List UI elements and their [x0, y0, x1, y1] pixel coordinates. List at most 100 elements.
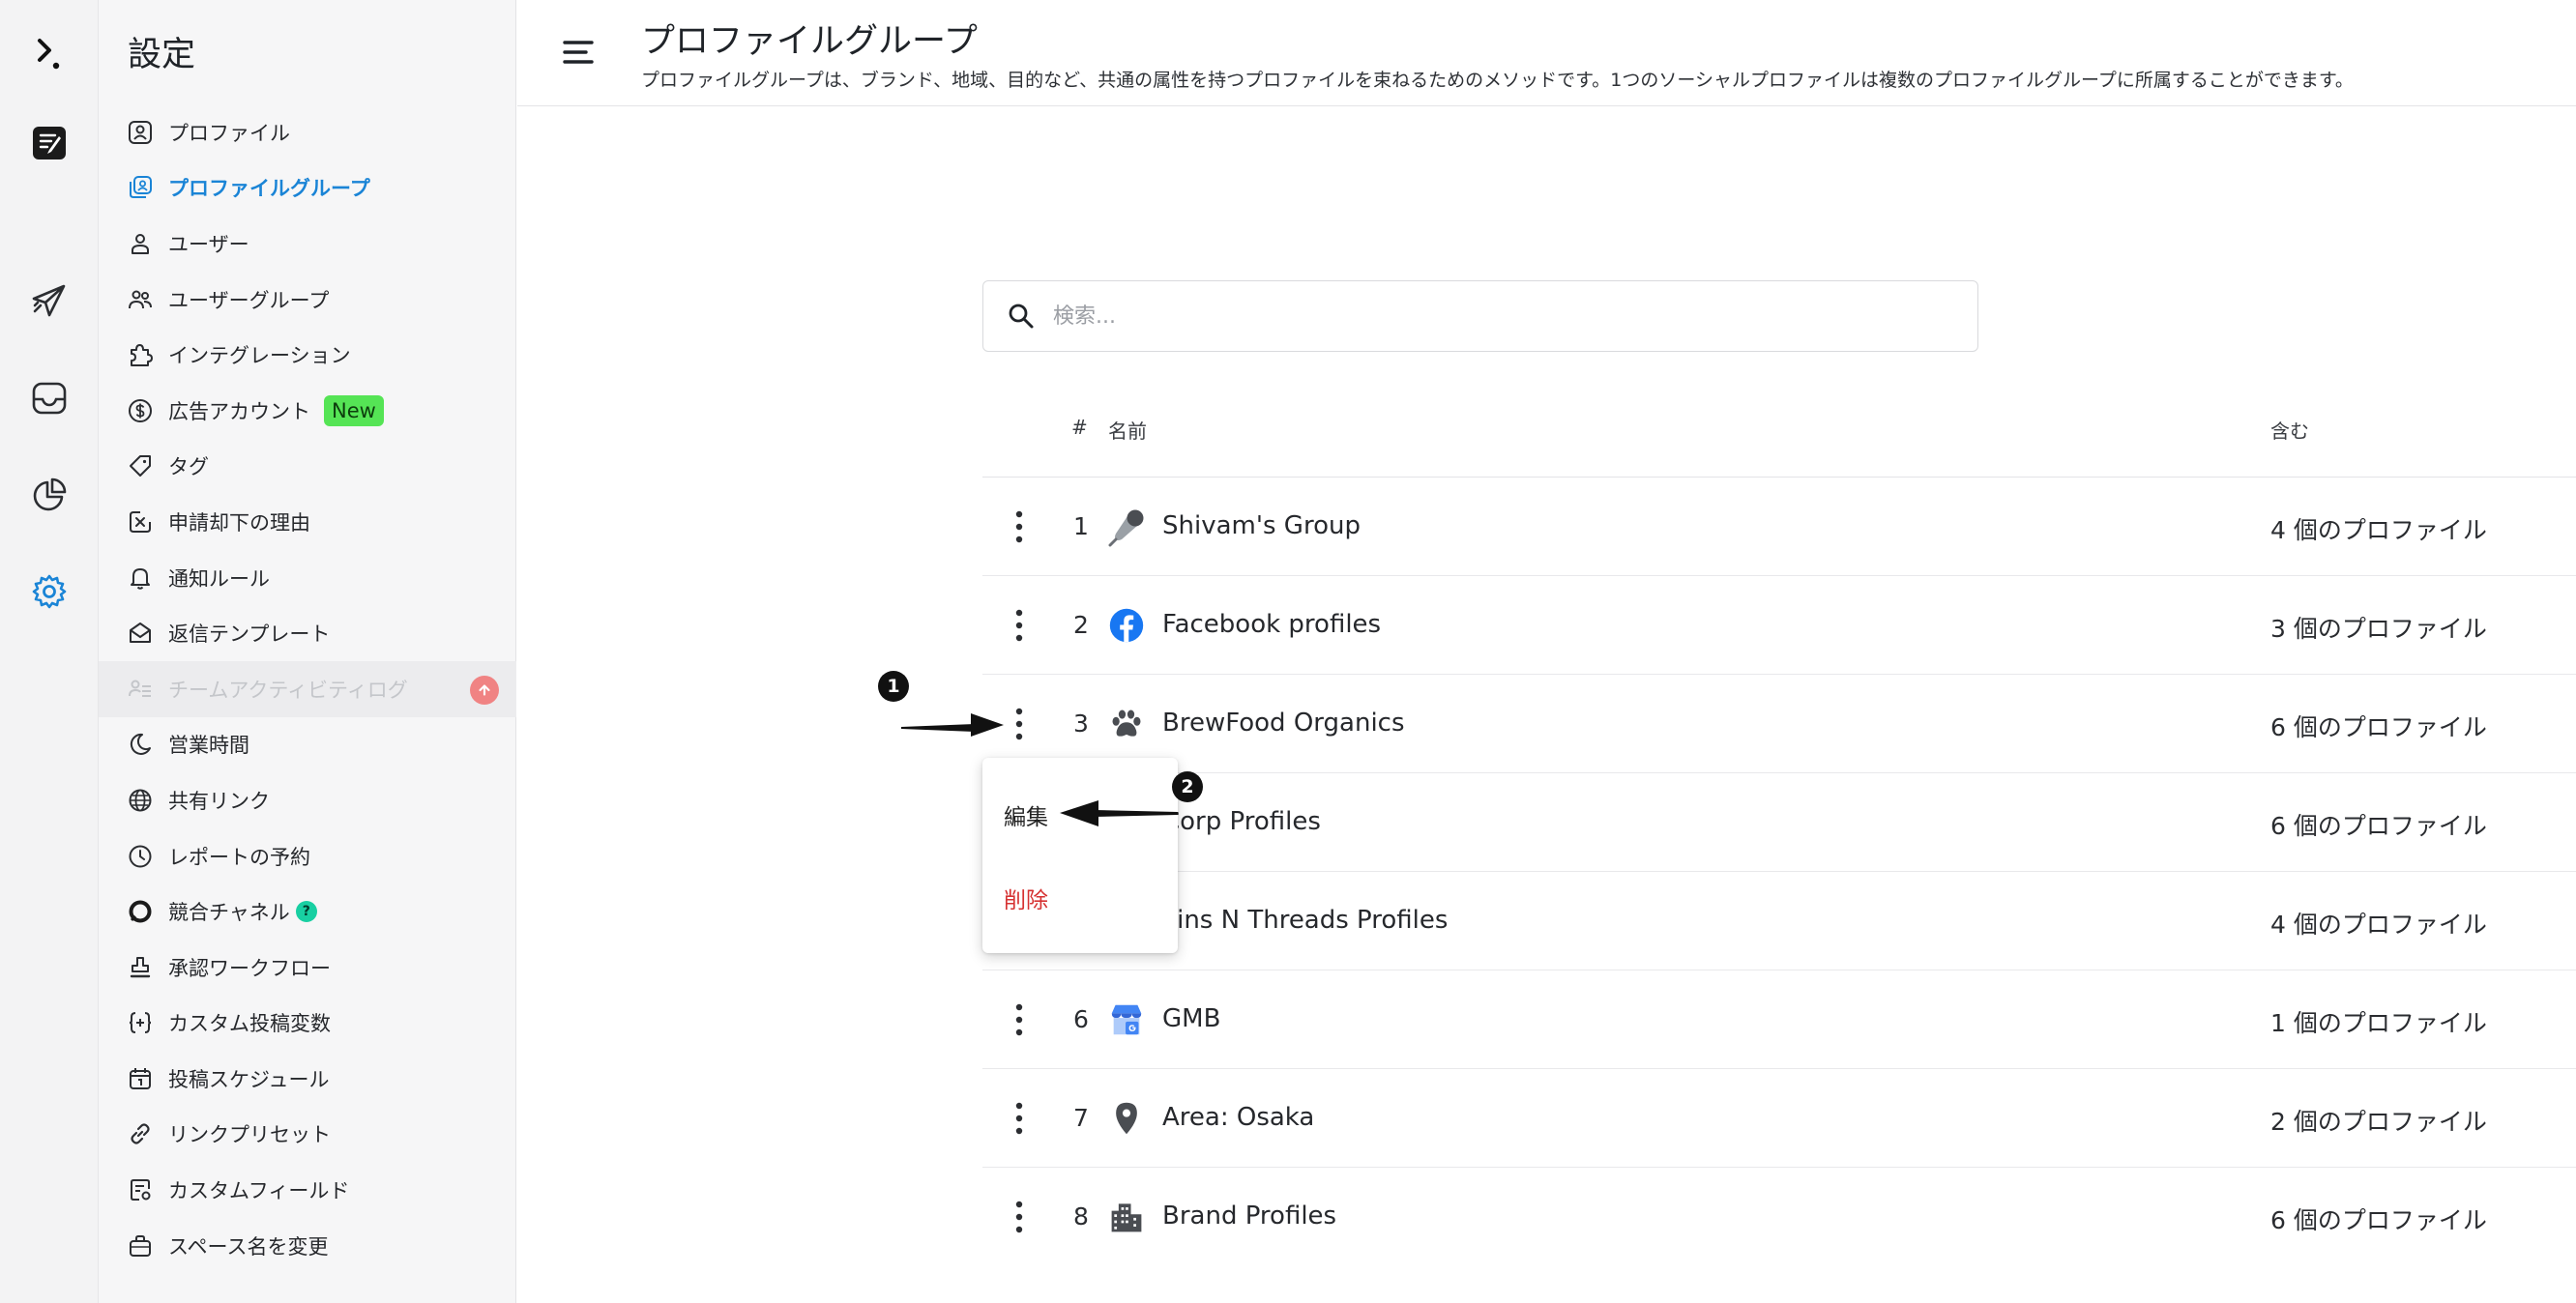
- table-row[interactable]: 6 GMB 1 個のプロファイル: [982, 970, 2576, 1069]
- row-actions-kebab-icon[interactable]: [1002, 1098, 1037, 1139]
- row-actions-menu: 編集 削除: [982, 758, 1178, 953]
- sidebar-item-user-groups[interactable]: ユーザーグループ: [99, 272, 516, 328]
- sidebar-item-competitor-channels[interactable]: 競合チャネル ?: [99, 883, 516, 940]
- row-profile-count: 6 個のプロファイル: [2270, 812, 2487, 840]
- profile-icon: [128, 120, 153, 145]
- search-icon: [1009, 304, 1034, 329]
- link-icon: [128, 1121, 153, 1146]
- sidebar-item-rejection-reasons[interactable]: 申請却下の理由: [99, 494, 516, 550]
- step-marker-1: 1: [878, 671, 909, 702]
- table-row[interactable]: 8 Brand Profiles 6 個のプロファイル: [982, 1168, 2576, 1266]
- row-name[interactable]: GMB: [1162, 1004, 1221, 1033]
- row-name[interactable]: Facebook profiles: [1162, 610, 1382, 639]
- sidebar-item-shared-links[interactable]: 共有リンク: [99, 772, 516, 828]
- row-actions-kebab-icon[interactable]: [1002, 999, 1037, 1040]
- column-header-name[interactable]: 名前: [1108, 420, 1147, 443]
- row-index: 2: [1073, 611, 1089, 639]
- tag-icon: [128, 453, 153, 478]
- sidebar-item-label: タグ: [168, 455, 209, 479]
- sidebar-item-label: 広告アカウント: [168, 399, 310, 423]
- row-index: 8: [1073, 1202, 1089, 1231]
- compose-icon[interactable]: [24, 118, 74, 168]
- globe-icon: [128, 788, 153, 813]
- paw-icon: [1106, 704, 1147, 744]
- table-row[interactable]: 3 BrewFood Organics 6 個のプロファイル: [982, 675, 2576, 773]
- sidebar-item-profile[interactable]: プロファイル: [99, 104, 516, 160]
- row-profile-count: 6 個のプロファイル: [2270, 713, 2487, 741]
- sidebar-item-team-activity-log[interactable]: チームアクティビティログ: [99, 660, 516, 717]
- sidebar-item-integrations[interactable]: インテグレーション: [99, 327, 516, 383]
- sidebar-item-rename-space[interactable]: スペース名を変更: [99, 1218, 516, 1274]
- column-header-contains[interactable]: 含む: [2270, 420, 2309, 443]
- sidebar-item-label: 申請却下の理由: [168, 510, 310, 535]
- stamp-icon: [128, 955, 153, 980]
- table-row[interactable]: 1 Shivam's Group 4 個のプロファイル: [982, 478, 2576, 576]
- sidebar-item-label: 共有リンク: [168, 789, 270, 813]
- sidebar-item-label: 投稿スケジュール: [168, 1067, 330, 1091]
- step-marker-2: 2: [1172, 771, 1203, 802]
- activity-log-icon: [128, 677, 153, 702]
- sidebar-item-post-schedule[interactable]: 投稿スケジュール: [99, 1051, 516, 1107]
- sidebar-item-custom-fields[interactable]: カスタムフィールド: [99, 1162, 516, 1218]
- sidebar-item-approval-workflow[interactable]: 承認ワークフロー: [99, 940, 516, 996]
- sidebar-item-label: 承認ワークフロー: [168, 956, 331, 980]
- row-name[interactable]: BrewFood Organics: [1162, 709, 1405, 738]
- help-badge[interactable]: ?: [295, 901, 317, 923]
- row-name[interactable]: Brand Profiles: [1162, 1202, 1337, 1231]
- row-actions-kebab-icon[interactable]: [1002, 605, 1037, 646]
- app-logo-icon[interactable]: [24, 29, 74, 79]
- table-row[interactable]: 4 Corp Profiles 6 個のプロファイル: [982, 773, 2576, 872]
- sidebar-item-reply-templates[interactable]: 返信テンプレート: [99, 605, 516, 661]
- row-actions-kebab-icon[interactable]: [1002, 1197, 1037, 1237]
- competitor-icon: [128, 899, 153, 924]
- sidebar-item-tags[interactable]: タグ: [99, 439, 516, 495]
- sidebar-item-label: レポートの予約: [168, 845, 310, 869]
- sidebar-item-link-presets[interactable]: リンクプリセット: [99, 1107, 516, 1163]
- row-profile-count: 6 個のプロファイル: [2270, 1206, 2487, 1234]
- sidebar-item-label: プロファイルグループ: [168, 177, 370, 201]
- sidebar-item-label: リンクプリセット: [168, 1123, 331, 1147]
- sidebar-item-report-schedule[interactable]: レポートの予約: [99, 828, 516, 884]
- row-profile-count: 2 個のプロファイル: [2270, 1108, 2487, 1136]
- row-name[interactable]: Pins N Threads Profiles: [1162, 906, 1449, 935]
- menu-toggle-icon[interactable]: [562, 37, 595, 68]
- sidebar-item-users[interactable]: ユーザー: [99, 216, 516, 272]
- settings-gear-icon[interactable]: [24, 566, 74, 617]
- table-row[interactable]: 7 Area: Osaka 2 個のプロファイル: [982, 1069, 2576, 1168]
- page-header: プロファイルグループ プロファイルグループは、ブランド、地域、目的など、共通の属…: [517, 0, 2576, 106]
- upgrade-icon: [470, 675, 499, 705]
- annotation-arrow-right-icon: [901, 713, 1004, 737]
- search-input[interactable]: [1053, 304, 1923, 329]
- table-header: # 名前 含む: [982, 379, 2576, 478]
- row-name[interactable]: Corp Profiles: [1162, 807, 1321, 836]
- analytics-icon[interactable]: [24, 470, 74, 520]
- bell-icon: [128, 565, 153, 591]
- sidebar-item-business-hours[interactable]: 営業時間: [99, 717, 516, 773]
- sidebar-item-label: ユーザーグループ: [168, 288, 330, 312]
- table-row[interactable]: 2 Facebook profiles 3 個のプロファイル: [982, 576, 2576, 675]
- row-index: 1: [1073, 512, 1089, 540]
- row-actions-kebab-icon[interactable]: [1002, 507, 1037, 547]
- facebook-icon: [1106, 605, 1147, 646]
- publish-icon[interactable]: [24, 275, 74, 326]
- row-name[interactable]: Shivam's Group: [1162, 511, 1361, 540]
- table-row[interactable]: 5 Pins N Threads Profiles 4 個のプロファイル: [982, 872, 2576, 970]
- inbox-icon[interactable]: [24, 373, 74, 423]
- sidebar-item-custom-post-variables[interactable]: カスタム投稿変数: [99, 996, 516, 1052]
- sidebar-item-notification-rules[interactable]: 通知ルール: [99, 550, 516, 606]
- sidebar-item-label: ユーザー: [168, 232, 249, 256]
- row-actions-kebab-icon[interactable]: [1002, 704, 1037, 744]
- sidebar-item-profile-group[interactable]: プロファイルグループ: [99, 160, 516, 217]
- google-business-icon: [1106, 999, 1147, 1040]
- sidebar-item-label: スペース名を変更: [168, 1234, 329, 1259]
- moon-icon: [128, 732, 153, 757]
- menu-item-edit[interactable]: 編集: [1004, 805, 1048, 830]
- row-index: 7: [1073, 1104, 1089, 1132]
- menu-item-delete[interactable]: 削除: [1004, 888, 1048, 913]
- page-description: プロファイルグループは、ブランド、地域、目的など、共通の属性を持つプロファイルを…: [641, 70, 2354, 91]
- sidebar-item-label: インテグレーション: [168, 344, 351, 368]
- calendar-icon: [128, 1066, 153, 1091]
- mail-template-icon: [128, 621, 153, 646]
- row-name[interactable]: Area: Osaka: [1162, 1103, 1315, 1132]
- sidebar-item-ad-accounts[interactable]: 広告アカウント New: [99, 383, 516, 439]
